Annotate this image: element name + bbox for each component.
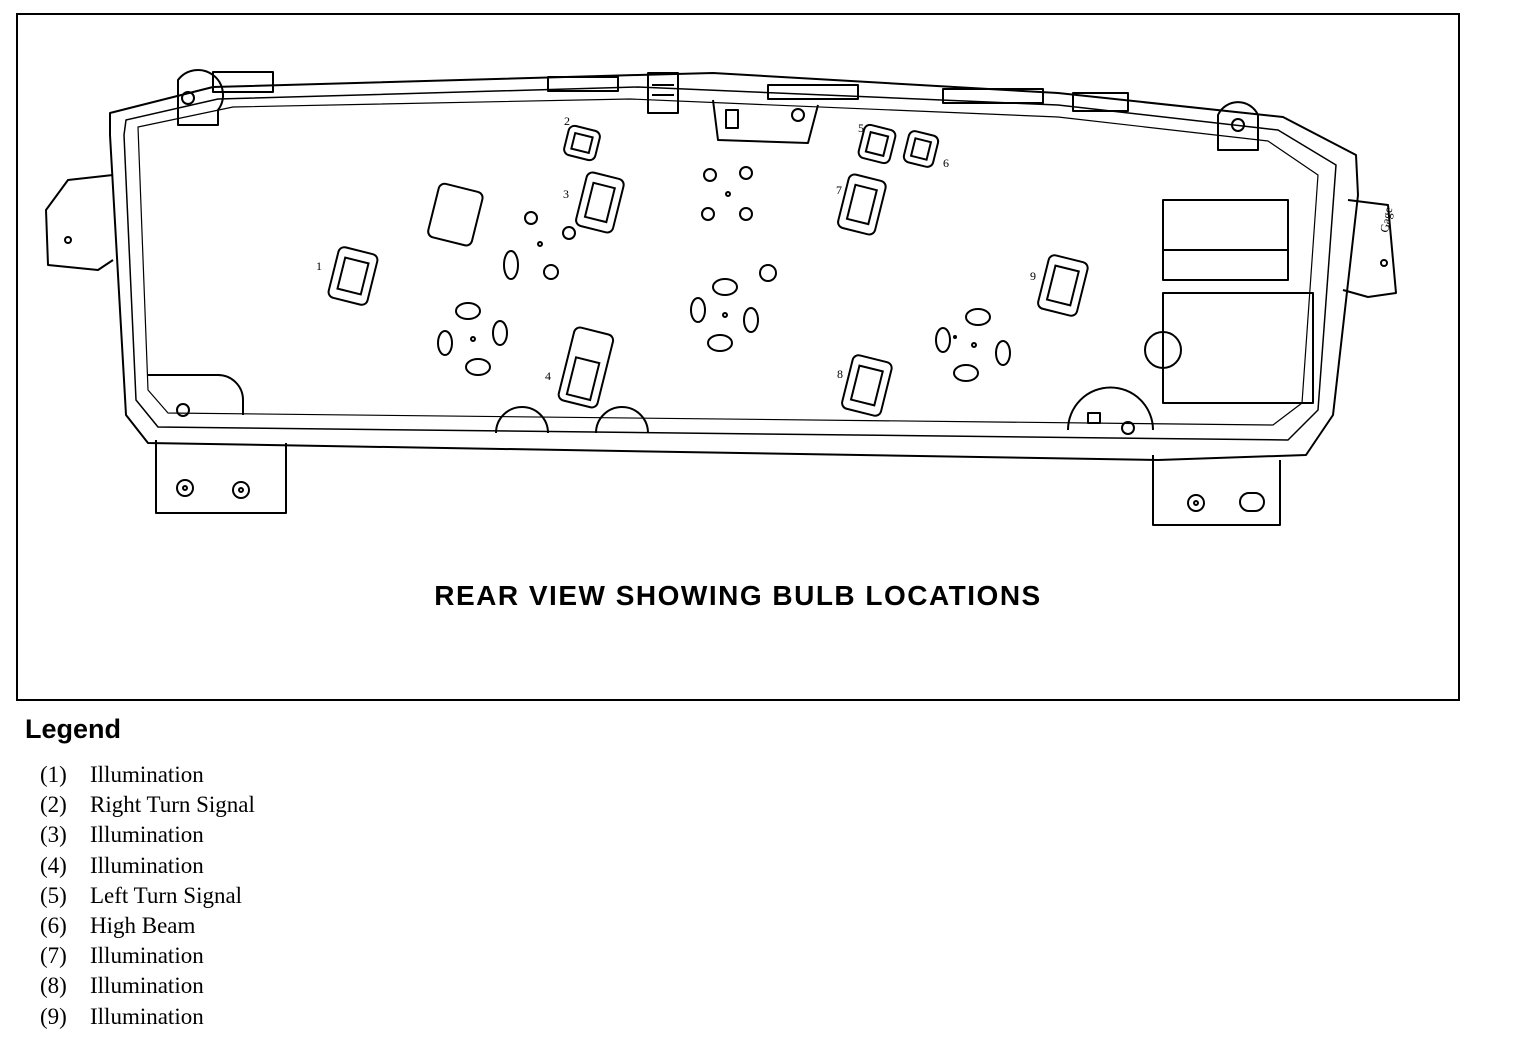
bulb-socket-6 — [902, 130, 940, 168]
bulb-socket-7 — [837, 173, 887, 236]
bulb-sockets — [327, 123, 1089, 417]
legend-item-5: (5) Left Turn Signal — [40, 881, 255, 911]
legend-label: Left Turn Signal — [90, 882, 243, 908]
housing-rim — [137, 98, 1319, 426]
bulb-socket-1 — [327, 246, 379, 306]
legend-number: (9) — [40, 1003, 67, 1029]
legend-item-2: (2) Right Turn Signal — [40, 790, 255, 820]
bottom-right-bracket — [1152, 455, 1281, 526]
legend-item-7: (7) Illumination — [40, 941, 255, 971]
legend-label: Right Turn Signal — [90, 792, 255, 818]
housing-inner-outline — [123, 86, 1337, 441]
side-mark: Gage — [1377, 206, 1395, 233]
right-module-block — [1162, 199, 1289, 281]
callout-8: 8 — [837, 367, 843, 381]
legend-list: (1) Illumination (2) Right Turn Signal (3)… — [40, 760, 255, 1032]
legend-item-6: (6) High Beam — [40, 911, 255, 941]
bottom-left-bracket — [155, 440, 287, 514]
bulb-socket-9 — [1037, 254, 1089, 317]
legend-item-4: (4) Illumination — [40, 851, 255, 881]
housing-outline — [109, 72, 1359, 461]
figure-caption: REAR VIEW SHOWING BULB LOCATIONS — [434, 580, 1042, 611]
callout-4: 4 — [545, 369, 551, 383]
callout-6: 6 — [943, 156, 949, 170]
legend-number: (7) — [40, 943, 67, 969]
callout-3: 3 — [563, 187, 569, 201]
legend-label: Illumination — [90, 852, 204, 878]
legend-number: (5) — [40, 882, 67, 908]
legend-label: Illumination — [90, 973, 204, 999]
callout-5: 5 — [858, 121, 864, 135]
legend-number: (2) — [40, 792, 67, 818]
legend-label: Illumination — [90, 1003, 204, 1029]
legend-item-8: (8) Illumination — [40, 971, 255, 1001]
cluster-rear-view-drawing: 1 2 3 4 5 6 7 8 9 Gage — [45, 69, 1397, 526]
legend-label: High Beam — [90, 912, 196, 938]
legend-item-1: (1) Illumination — [40, 760, 255, 790]
legend-item-9: (9) Illumination — [40, 1002, 255, 1032]
legend-number: (6) — [40, 912, 67, 938]
left-mount-ear — [45, 174, 114, 271]
legend-item-3: (3) Illumination — [40, 820, 255, 850]
figure-frame: 1 2 3 4 5 6 7 8 9 Gage REAR VIEW SHOWING… — [16, 13, 1460, 701]
legend-number: (8) — [40, 973, 67, 999]
bulb-socket-5 — [857, 123, 897, 165]
bulb-socket-4 — [557, 326, 615, 409]
legend-label: Illumination — [90, 822, 204, 848]
right-mount-ear — [1342, 199, 1397, 298]
bulb-socket-8 — [841, 354, 893, 417]
legend-number: (4) — [40, 852, 67, 878]
callout-2: 2 — [564, 114, 570, 128]
bulb-socket-2 — [563, 124, 601, 162]
legend-title: Legend — [25, 714, 122, 744]
callout-9: 9 — [1030, 269, 1036, 283]
legend-number: (3) — [40, 822, 67, 848]
legend-number: (1) — [40, 762, 67, 787]
bulb-socket-3 — [575, 171, 625, 234]
callout-1: 1 — [316, 259, 322, 273]
callout-7: 7 — [836, 183, 842, 197]
gauge-mounting-holes — [437, 166, 1011, 382]
legend-label: Illumination — [90, 943, 204, 969]
legend-label: Illumination — [90, 762, 204, 787]
